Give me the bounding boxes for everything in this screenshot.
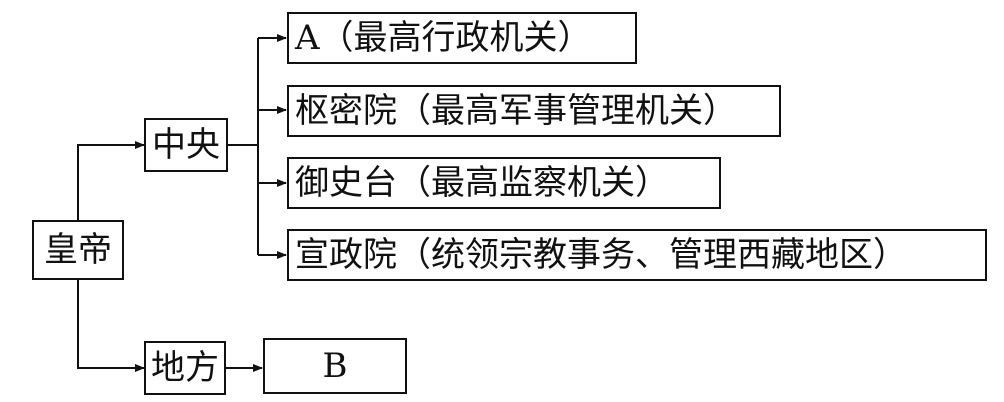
node-xuanzhengyuan: 宣政院（统领宗教事务、管理西藏地区） bbox=[287, 229, 987, 281]
node-shumiyuan-label: 枢密院（最高军事管理机关） bbox=[295, 91, 737, 131]
node-b: B bbox=[263, 338, 407, 394]
node-yushitai-label: 御史台（最高监察机关） bbox=[295, 163, 669, 203]
node-xuanzhengyuan-label: 宣政院（统领宗教事务、管理西藏地区） bbox=[295, 235, 907, 275]
node-local: 地方 bbox=[144, 341, 226, 395]
node-shumiyuan: 枢密院（最高军事管理机关） bbox=[287, 85, 781, 137]
node-b-label: B bbox=[322, 346, 348, 386]
line-emperor-local bbox=[77, 278, 145, 372]
node-emperor: 皇帝 bbox=[32, 220, 124, 280]
node-central-label: 中央 bbox=[152, 125, 220, 165]
line-emperor-central bbox=[77, 141, 145, 222]
node-a: A（最高行政机关） bbox=[287, 12, 637, 64]
node-emperor-label: 皇帝 bbox=[44, 230, 112, 270]
node-yushitai: 御史台（最高监察机关） bbox=[287, 157, 721, 209]
node-central: 中央 bbox=[144, 118, 228, 172]
node-local-label: 地方 bbox=[151, 348, 219, 388]
node-a-label: A（最高行政机关） bbox=[295, 18, 592, 58]
